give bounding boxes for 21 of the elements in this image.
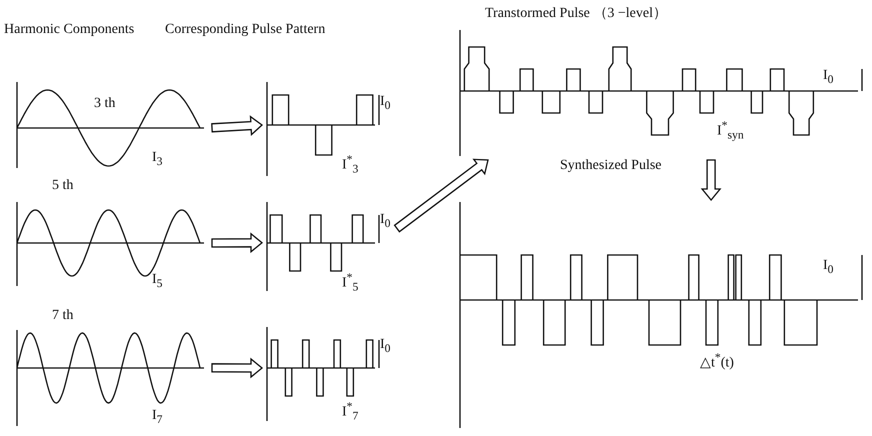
harmonic-order-label: 7 th: [52, 308, 74, 324]
section-heading: Harmonic Components: [4, 22, 134, 38]
harmonic-order-label: 3 th: [94, 96, 116, 112]
hollow-arrow: [394, 158, 489, 233]
current-symbol: I$_{3}$: [152, 150, 162, 170]
current-symbol: I$_{0}$: [380, 212, 390, 232]
hollow-arrow: [211, 232, 264, 254]
current-symbol: △t$^{*}$(t): [700, 350, 734, 372]
current-symbol: I$_{5}$: [152, 272, 162, 292]
current-symbol: I$_{0}$: [380, 337, 390, 357]
current-symbol: I$_{7}$: [152, 408, 162, 428]
hollow-arrow: [211, 115, 264, 136]
current-symbol: I$_{0}$: [823, 258, 834, 278]
plot-title: Transtormed Pulse （3 −level）: [485, 6, 667, 22]
hollow-arrow: [700, 159, 722, 202]
current-symbol: I$_{0}$: [823, 68, 834, 88]
section-heading: Corresponding Pulse Pattern: [165, 22, 326, 38]
current-symbol: I$_{0}$: [380, 94, 390, 114]
harmonic-order-label: 5 th: [52, 178, 74, 194]
section-heading: Synthesized Pulse: [560, 158, 662, 174]
hollow-arrow: [211, 358, 264, 378]
